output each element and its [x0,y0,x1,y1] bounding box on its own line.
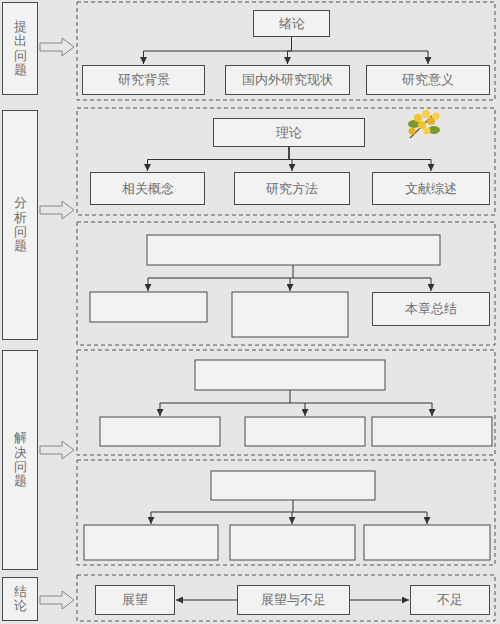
empty-box [84,235,492,560]
connector [350,600,409,601]
stage-label-text: 提出问题 [14,20,27,77]
stage-label: 提出问题 [2,2,38,95]
box-label: 研究背景 [118,72,170,88]
box-label: 研究意义 [402,72,454,88]
connector [289,147,431,171]
process-box: 展望 [95,585,175,615]
connector [176,600,237,601]
process-box: 文献综述 [372,172,490,205]
process-box: 不足 [410,585,490,615]
process-box: 国内外研究现状 [225,65,350,95]
box-label: 本章总结 [405,301,457,317]
connector [148,147,290,171]
stage-label-text: 结论 [14,585,27,614]
box-label: 研究方法 [266,181,318,197]
process-box: 研究意义 [366,65,490,95]
stage-label: 分析问题 [2,110,38,340]
box-label: 相关概念 [122,181,174,197]
flower-icon [408,110,440,138]
connector [144,37,292,64]
process-box: 相关概念 [90,172,205,205]
process-box: 理论 [213,118,365,147]
process-box: 研究背景 [82,65,205,95]
process-box: 研究方法 [234,172,350,205]
box-label: 展望 [122,592,148,608]
process-box: 绪论 [253,10,330,37]
process-box: 展望与不足 [237,585,350,615]
stage-label: 结论 [2,577,38,621]
connector [292,37,429,64]
stage-label: 解决问题 [2,350,38,570]
stage-label-text: 分析问题 [14,196,27,253]
box-label: 理论 [276,125,302,141]
process-box: 本章总结 [372,292,490,326]
box-label: 绪论 [279,16,305,32]
box-label: 展望与不足 [261,592,326,608]
connector [288,37,292,64]
hollow-arrow [40,38,74,609]
box-label: 文献综述 [405,181,457,197]
box-label: 国内外研究现状 [242,72,333,88]
stage-label-text: 解决问题 [14,431,27,488]
dashed-panel [77,2,495,621]
box-label: 不足 [437,592,463,608]
